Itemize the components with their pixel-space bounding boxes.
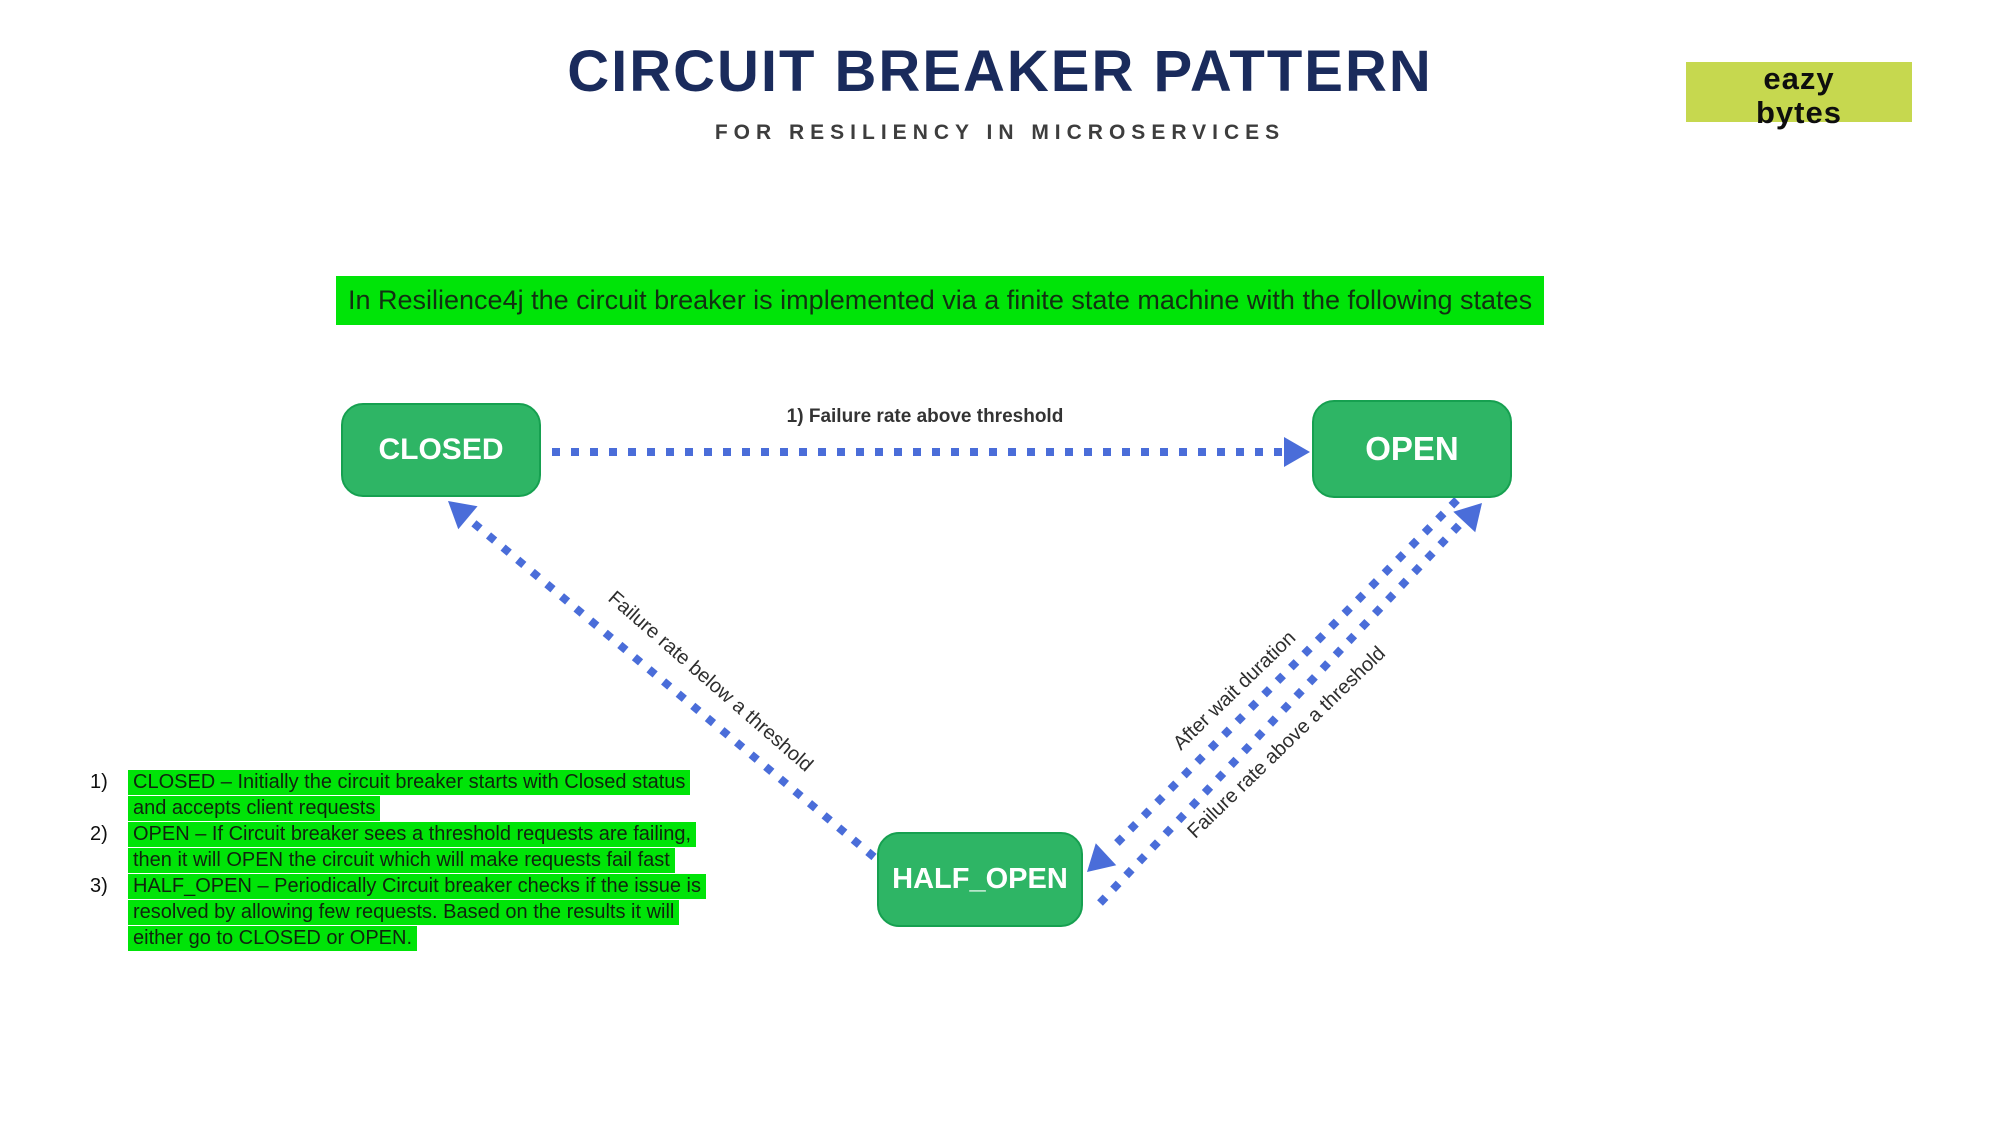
note-line: then it will OPEN the circuit which will…: [128, 847, 696, 873]
eazybytes-logo: eazy bytes: [1686, 62, 1912, 130]
page-title: CIRCUIT BREAKER PATTERN: [567, 39, 1433, 104]
state-box-open: OPEN: [1312, 400, 1512, 498]
note-highlight: HALF_OPEN – Periodically Circuit breaker…: [128, 874, 706, 899]
note-text: CLOSED – Initially the circuit breaker s…: [128, 769, 691, 821]
edge-label-failure-rate-above-a-threshold: Failure rate above a threshold: [1183, 642, 1390, 843]
note-line: HALF_OPEN – Periodically Circuit breaker…: [128, 873, 706, 899]
logo-line-2: bytes: [1756, 95, 1842, 130]
state-label-open: OPEN: [1365, 430, 1459, 467]
note-highlight: resolved by allowing few requests. Based…: [128, 900, 680, 925]
state-box-closed: CLOSED: [341, 403, 541, 497]
logo-line-1: eazy: [1763, 61, 1835, 96]
state-label-closed: CLOSED: [378, 433, 504, 466]
arrowhead-halfopen-to-open-icon: [1453, 503, 1482, 533]
intro-highlight-text: In Resilience4j the circuit breaker is i…: [336, 276, 1545, 325]
note-highlight: then it will OPEN the circuit which will…: [128, 848, 675, 873]
note-text: OPEN – If Circuit breaker sees a thresho…: [128, 821, 697, 873]
edge-label-failure-rate-above-threshold: 1) Failure rate above threshold: [786, 406, 1064, 427]
page-subtitle: FOR RESILIENCY IN MICROSERVICES: [714, 120, 1286, 144]
note-item-closed: 1) CLOSED – Initially the circuit breake…: [90, 769, 706, 821]
note-number: 2): [90, 823, 108, 845]
logo-text: eazy bytes: [1686, 62, 1912, 130]
arrow-halfopen-to-open: [1097, 518, 1466, 906]
note-line: resolved by allowing few requests. Based…: [128, 899, 706, 925]
state-label-half-open: HALF_OPEN: [892, 863, 1068, 895]
note-line: either go to CLOSED or OPEN.: [128, 925, 706, 951]
note-highlight: CLOSED – Initially the circuit breaker s…: [128, 770, 691, 795]
note-item-open: 2) OPEN – If Circuit breaker sees a thre…: [90, 821, 706, 873]
edge-label-failure-rate-below-threshold: Failure rate below a threshold: [603, 586, 817, 777]
state-box-half-open: HALF_OPEN: [877, 832, 1083, 927]
note-highlight: and accepts client requests: [128, 796, 381, 821]
note-text: HALF_OPEN – Periodically Circuit breaker…: [128, 873, 706, 951]
note-highlight: either go to CLOSED or OPEN.: [128, 926, 418, 951]
note-line: CLOSED – Initially the circuit breaker s…: [128, 769, 691, 795]
arrowhead-closed-to-open-icon: [1284, 437, 1310, 467]
note-line: OPEN – If Circuit breaker sees a thresho…: [128, 821, 697, 847]
note-number: 1): [90, 771, 108, 793]
arrow-open-to-halfopen: [1107, 497, 1460, 853]
state-notes-list: 1) CLOSED – Initially the circuit breake…: [90, 769, 706, 951]
note-line: and accepts client requests: [128, 795, 690, 821]
note-item-half-open: 3) HALF_OPEN – Periodically Circuit brea…: [90, 873, 706, 951]
note-number: 3): [90, 875, 108, 897]
header: CIRCUIT BREAKER PATTERN FOR RESILIENCY I…: [0, 39, 2000, 145]
note-highlight: OPEN – If Circuit breaker sees a thresho…: [128, 822, 697, 847]
